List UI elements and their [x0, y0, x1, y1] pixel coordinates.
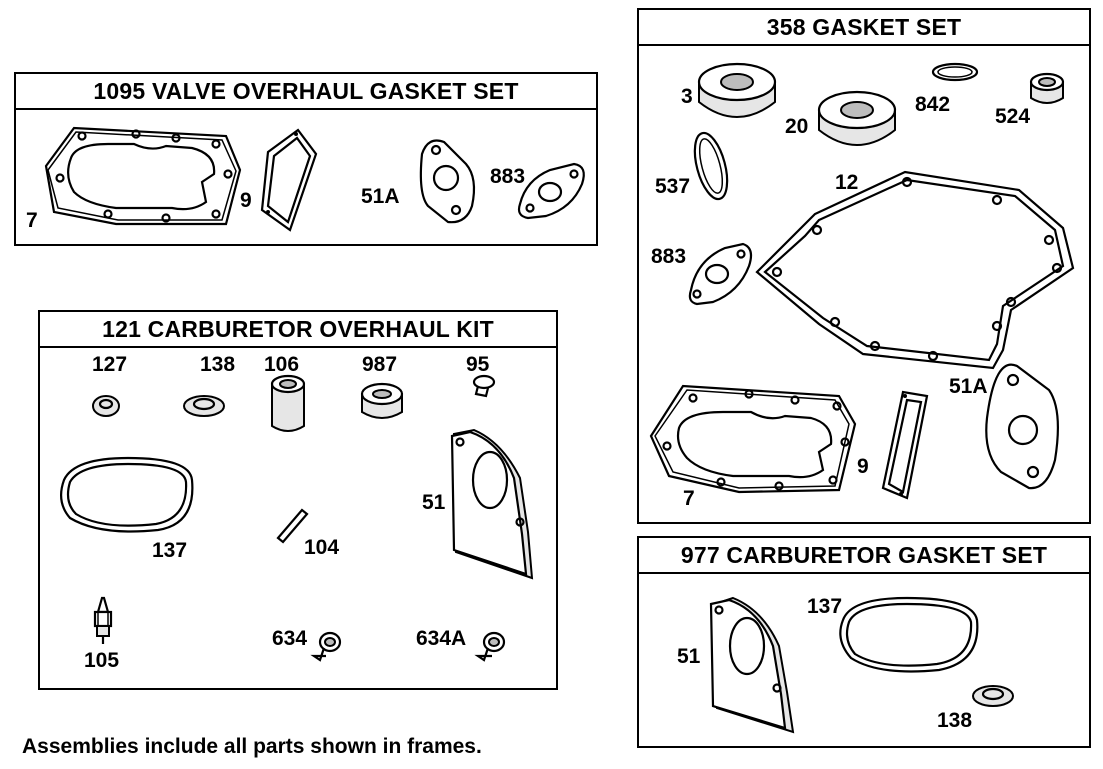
part-label-634a: 634A — [416, 627, 467, 650]
plug-524-part — [1029, 72, 1065, 104]
valve-set-parts-drawing — [44, 126, 585, 232]
part-label-3: 3 — [681, 85, 693, 108]
washer-138-part — [183, 395, 225, 417]
part-label-51a: 51A — [949, 375, 988, 398]
carburetor-overhaul-kit-frame: 121 CARBURETOR OVERHAUL KIT — [38, 310, 558, 690]
needle-valve-105-part — [93, 596, 113, 644]
part-label-105: 105 — [84, 649, 120, 672]
breather-gasket-9-part — [881, 390, 929, 500]
head-gasket-7-part — [649, 384, 857, 494]
part-label-7: 7 — [683, 487, 695, 510]
part-label-104: 104 — [304, 536, 340, 559]
washer-138-part — [972, 685, 1014, 707]
part-label-883: 883 — [651, 245, 687, 268]
crankcase-gasket-12-part — [755, 170, 1075, 370]
clip-634a-part — [474, 631, 506, 662]
part-label-51: 51 — [677, 645, 701, 668]
part-label-137: 137 — [807, 595, 843, 618]
kit-title: 1095 VALVE OVERHAUL GASKET SET — [16, 74, 596, 110]
part-label-127: 127 — [92, 353, 128, 376]
part-label-20: 20 — [785, 115, 809, 138]
seal-842-part — [931, 62, 979, 82]
assemblies-footnote: Assemblies include all parts shown in fr… — [22, 735, 482, 758]
carb-kit-parts-drawing — [59, 374, 534, 662]
o-ring-537-part — [693, 131, 729, 201]
sleeve-106-part — [270, 374, 306, 432]
carburetor-gasket-set-frame: 977 CARBURETOR GASKET SET 51 137 138 — [637, 536, 1091, 748]
part-label-537: 537 — [655, 175, 691, 198]
gasket-set-parts-drawing — [649, 62, 1075, 500]
part-label-524: 524 — [995, 105, 1031, 128]
screw-95-part — [472, 374, 496, 398]
part-label-842: 842 — [915, 93, 951, 116]
part-label-9: 9 — [240, 189, 252, 212]
kit-title: 121 CARBURETOR OVERHAUL KIT — [40, 312, 556, 348]
kit-title: 358 GASKET SET — [639, 10, 1089, 46]
o-ring-137-part — [839, 596, 979, 673]
part-label-137: 137 — [152, 539, 188, 562]
intake-gasket-part — [419, 139, 476, 224]
plate-gasket-51-part — [709, 596, 795, 734]
o-ring-137-part — [59, 456, 194, 533]
part-label-9: 9 — [857, 455, 869, 478]
gasket-883-part — [517, 162, 585, 220]
part-label-883: 883 — [490, 165, 526, 188]
plate-gasket-51-part — [450, 428, 534, 580]
breather-gasket-part — [260, 128, 318, 232]
part-label-95: 95 — [466, 353, 490, 376]
kit-title: 977 CARBURETOR GASKET SET — [639, 538, 1089, 574]
oil-seal-3-part — [697, 62, 777, 118]
part-label-138: 138 — [937, 709, 973, 732]
oil-seal-20-part — [817, 90, 897, 146]
gasket-set-358-frame: 358 GASKET SET — [637, 8, 1091, 524]
part-label-7: 7 — [26, 209, 38, 232]
head-gasket-part — [44, 126, 242, 226]
seal-127-part — [92, 395, 120, 417]
gasket-883-part — [688, 242, 753, 306]
part-label-634: 634 — [272, 627, 308, 650]
part-label-987: 987 — [362, 353, 398, 376]
clip-634-part — [310, 631, 342, 662]
bushing-987-part — [360, 382, 404, 419]
part-label-51a: 51A — [361, 185, 400, 208]
valve-overhaul-gasket-set-frame: 1095 VALVE OVERHAUL GASKET SET — [14, 72, 598, 246]
carb-gasket-set-drawing — [709, 596, 1014, 734]
part-label-51: 51 — [422, 491, 446, 514]
part-label-106: 106 — [264, 353, 300, 376]
part-label-138: 138 — [200, 353, 236, 376]
part-label-12: 12 — [835, 171, 859, 194]
pin-104-part — [276, 508, 309, 544]
intake-gasket-51a-part — [985, 363, 1059, 490]
